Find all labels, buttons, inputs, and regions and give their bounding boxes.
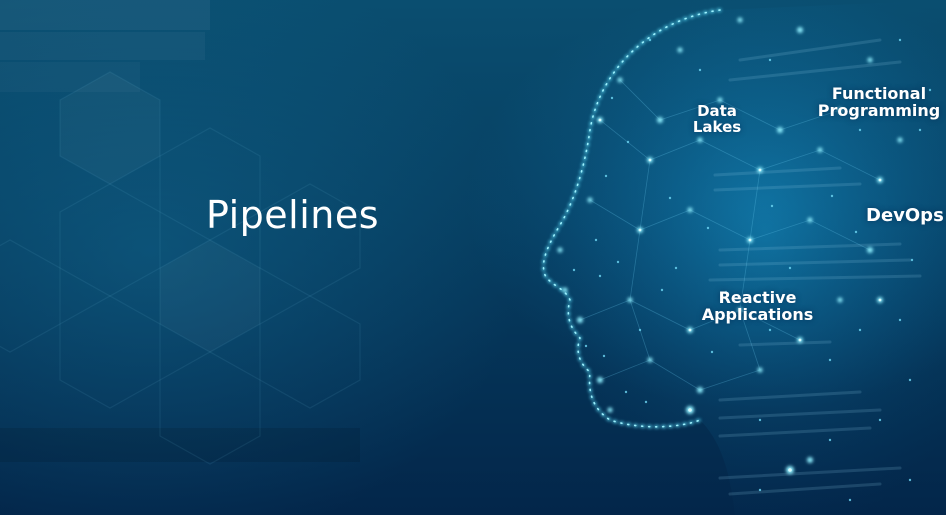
label-data-lakes: Data Lakes [686, 102, 748, 136]
head-silhouette [543, 0, 946, 515]
page-title: Pipelines [206, 193, 380, 237]
label-line: Data [697, 102, 737, 120]
label-line: Lakes [692, 117, 742, 136]
label-line: Functional [831, 84, 927, 103]
label-functional-programming: Functional Programming [812, 84, 946, 120]
decorative-band [0, 0, 210, 30]
label-line: Programming [817, 100, 941, 120]
label-line: Applications [701, 304, 814, 324]
label-reactive-applications: Reactive Applications [700, 288, 815, 324]
label-line: Reactive [718, 288, 797, 307]
decorative-band [0, 32, 205, 60]
decorative-band [0, 428, 360, 462]
label-devops: DevOps [866, 205, 944, 226]
